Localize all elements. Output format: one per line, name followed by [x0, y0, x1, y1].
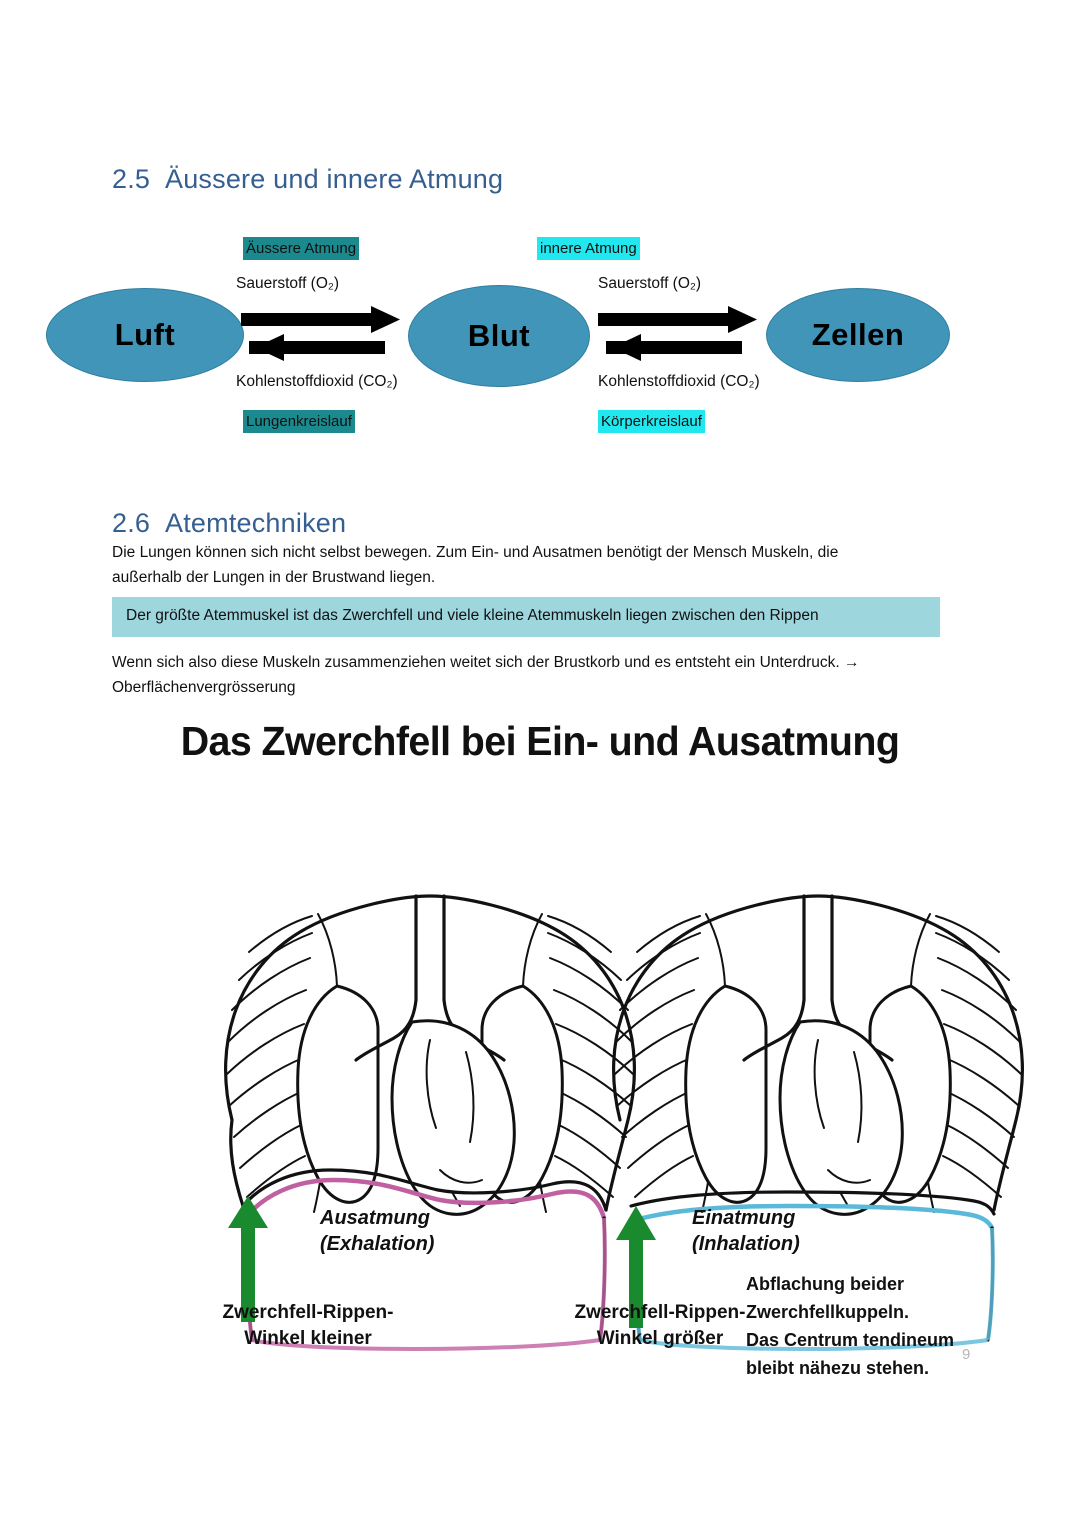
gas-exchange-flow-diagram: Äussere Atmung innere Atmung Sauerstoff … — [0, 225, 1080, 445]
label-lungenkreislauf: Lungenkreislauf — [243, 410, 355, 433]
callout-box: Der größte Atemmuskel ist das Zwerchfell… — [112, 597, 940, 637]
label-oxygen-right: Sauerstoff (O₂) — [598, 275, 702, 292]
green-angle-arrows — [228, 1196, 656, 1328]
label-aussere-atmung: Äussere Atmung — [243, 237, 360, 260]
diaphragm-figure: Das Zwerchfell bei Ein- und Ausatmung .l… — [0, 700, 1080, 1400]
node-zellen: Zellen — [766, 288, 950, 382]
label-ausatmung: Ausatmung (Exhalation) — [320, 1207, 435, 1255]
section-heading-2-6: 2.6 Atemtechniken — [112, 508, 346, 539]
paragraph-after-callout: Wenn sich also diese Muskeln zusammenzie… — [112, 654, 860, 696]
node-luft: Luft — [46, 288, 244, 382]
label-co2-right: Kohlenstoffdioxid (CO₂) — [598, 373, 760, 390]
label-einatmung: Einatmung (Inhalation) — [692, 1207, 800, 1255]
section-title-2-5: Äussere und innere Atmung — [165, 164, 504, 194]
label-oxygen-left: Sauerstoff (O₂) — [236, 275, 340, 292]
section-title-2-6: Atemtechniken — [165, 508, 347, 538]
note-abflachung: Abflachung beider Zwerchfellkuppeln. Das… — [746, 1274, 955, 1378]
left-thorax — [224, 894, 636, 1351]
section-heading-2-5: 2.5 Äussere und innere Atmung — [112, 164, 503, 195]
figure-title: Das Zwerchfell bei Ein- und Ausatmung — [180, 718, 900, 764]
section-number-2-6: 2.6 — [112, 508, 151, 538]
caption-winkel-groesser: Zwerchfell-Rippen- Winkel größer — [574, 1302, 746, 1349]
paragraph-intro: Die Lungen können sich nicht selbst bewe… — [112, 544, 839, 586]
node-blut: Blut — [408, 285, 590, 387]
label-co2-left: Kohlenstoffdioxid (CO₂) — [236, 373, 398, 390]
label-innere-atmung: innere Atmung — [537, 237, 640, 260]
label-koerperkreislauf: Körperkreislauf — [598, 410, 705, 433]
caption-winkel-kleiner: Zwerchfell-Rippen- Winkel kleiner — [222, 1302, 394, 1349]
right-thorax — [612, 894, 1024, 1351]
page-number: 9 — [962, 1346, 971, 1363]
section-number-2-5: 2.5 — [112, 164, 151, 194]
flow-arrows — [241, 306, 757, 361]
diaphragm-illustration: .ln{fill:none;stroke:#111;stroke-width:3… — [224, 894, 1024, 1351]
